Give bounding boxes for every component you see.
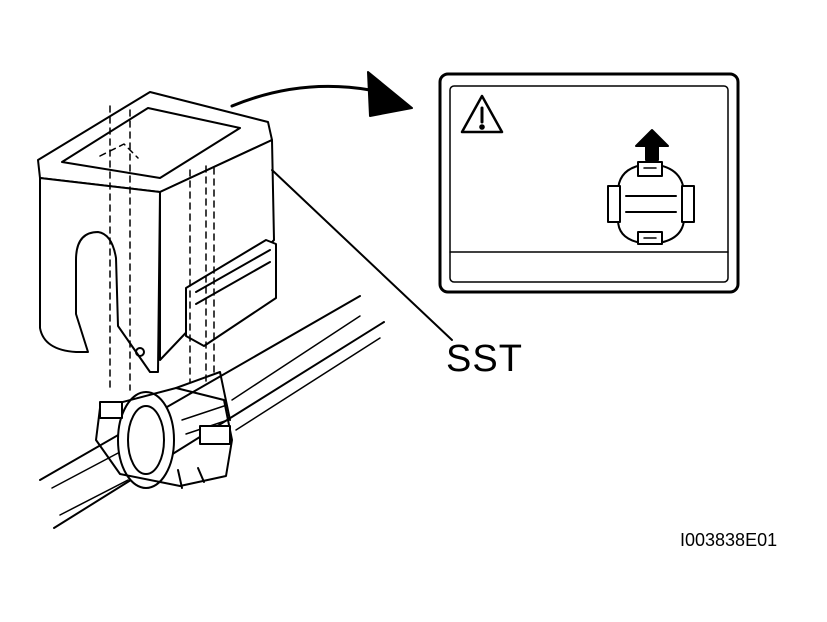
connector-body <box>95 371 233 489</box>
figure-id: I003838E01 <box>680 530 778 550</box>
up-arrow-icon <box>635 129 669 161</box>
sst-tool <box>37 91 277 391</box>
sst-label: SST <box>446 338 523 380</box>
wire-harness <box>39 295 385 529</box>
connector-top-view <box>607 161 695 245</box>
warning-triangle-icon <box>460 94 504 134</box>
curved-arrow-icon <box>230 71 413 117</box>
sst-leader-line <box>271 169 453 341</box>
